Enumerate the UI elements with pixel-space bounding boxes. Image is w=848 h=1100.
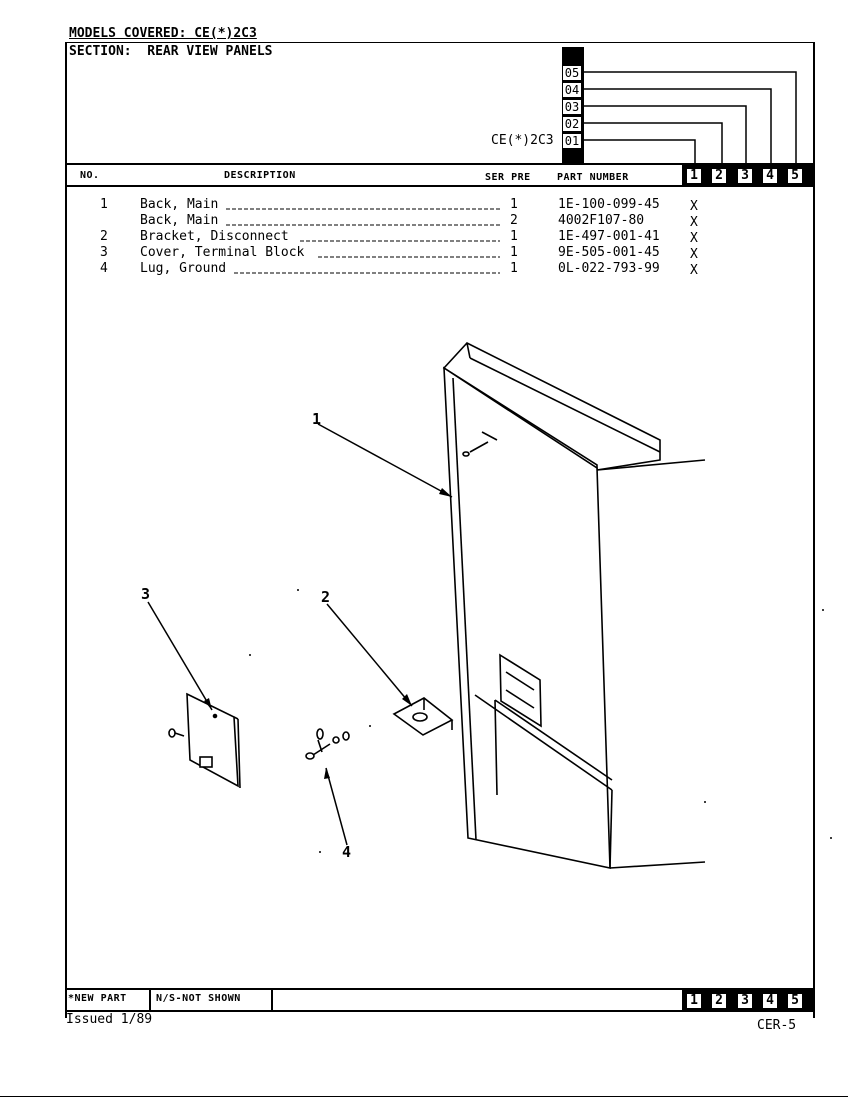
part-no: 2	[100, 229, 108, 244]
col-ser-pre: SER PRE	[485, 172, 531, 183]
variant-col-4: 4	[761, 167, 779, 185]
col-no: NO.	[80, 170, 100, 181]
part-number: 1E-100-099-45	[558, 197, 660, 212]
part-desc: Lug, Ground	[140, 261, 227, 276]
part-qty: 1	[510, 261, 518, 276]
frame-top-line	[65, 42, 815, 43]
part-desc: Bracket, Disconnect	[140, 229, 289, 244]
footer-top-rule	[65, 988, 815, 990]
cover-terminal-block	[168, 692, 241, 789]
col-description: DESCRIPTION	[224, 170, 296, 181]
variant-code-02: 02	[562, 116, 582, 132]
part-number: 9E-505-001-45	[558, 245, 660, 260]
footer-variant-1: 1	[685, 992, 703, 1010]
legend-not-shown: N/S-NOT SHOWN	[156, 993, 241, 1004]
variant-code-05: 05	[562, 65, 582, 81]
part-no: 4	[100, 261, 108, 276]
footer-variant-2: 2	[710, 992, 728, 1010]
variant-col-1: 1	[685, 167, 703, 185]
part-mark: X	[690, 231, 698, 246]
header-top-rule	[65, 163, 815, 165]
page-id: CER-5	[757, 1018, 797, 1033]
legend-new-part: *NEW PART	[68, 993, 127, 1004]
callout-arrowheads	[204, 488, 452, 779]
part-desc: Back, Main	[140, 213, 219, 228]
footer-divider	[271, 988, 273, 1010]
models-covered: MODELS COVERED: CE(*)2C3	[69, 26, 257, 41]
model-code: CE(*)2C3	[491, 133, 554, 148]
footer-variant-5: 5	[786, 992, 804, 1010]
variant-code-01: 01	[562, 133, 582, 149]
frame-right-line	[813, 42, 815, 1018]
footer-divider	[149, 988, 151, 1010]
part-no: 1	[100, 197, 108, 212]
part-number: 1E-497-001-41	[558, 229, 660, 244]
part-mark: X	[690, 247, 698, 262]
callout-3: 3	[141, 585, 151, 603]
variant-code-03: 03	[562, 99, 582, 115]
page-edge	[0, 1096, 848, 1097]
footer-bottom-rule	[65, 1010, 815, 1012]
part-desc: Back, Main	[140, 197, 219, 212]
callout-2: 2	[321, 588, 331, 606]
part-qty: 1	[510, 245, 518, 260]
callout-4: 4	[342, 843, 352, 861]
footer-variant-4: 4	[761, 992, 779, 1010]
part-mark: X	[690, 215, 698, 230]
issued-date: Issued 1/89	[66, 1012, 153, 1027]
section-title: SECTION: REAR VIEW PANELS	[69, 44, 273, 59]
header-bottom-rule	[65, 185, 815, 187]
back-main-panel	[442, 342, 706, 869]
part-number: 4002F107-80	[558, 213, 645, 228]
part-desc: Cover, Terminal Block	[140, 245, 305, 260]
variant-code-04: 04	[562, 82, 582, 98]
part-qty: 1	[510, 229, 518, 244]
col-part-number: PART NUMBER	[557, 172, 629, 183]
scan-specks	[249, 589, 832, 853]
frame-left-line	[65, 42, 67, 1018]
part-number: 0L-022-793-99	[558, 261, 660, 276]
callout-leaders	[147, 423, 453, 846]
lug-ground	[305, 728, 350, 760]
variant-leader-lines	[583, 71, 797, 168]
part-no: 3	[100, 245, 108, 260]
part-mark: X	[690, 199, 698, 214]
variant-col-3: 3	[736, 167, 754, 185]
callout-1: 1	[312, 410, 322, 428]
variant-col-5: 5	[786, 167, 804, 185]
parts-dash-leaders	[226, 208, 500, 274]
part-mark: X	[690, 263, 698, 278]
bracket-disconnect	[392, 697, 454, 736]
footer-variant-3: 3	[736, 992, 754, 1010]
part-qty: 2	[510, 213, 518, 228]
variant-col-2: 2	[710, 167, 728, 185]
part-qty: 1	[510, 197, 518, 212]
